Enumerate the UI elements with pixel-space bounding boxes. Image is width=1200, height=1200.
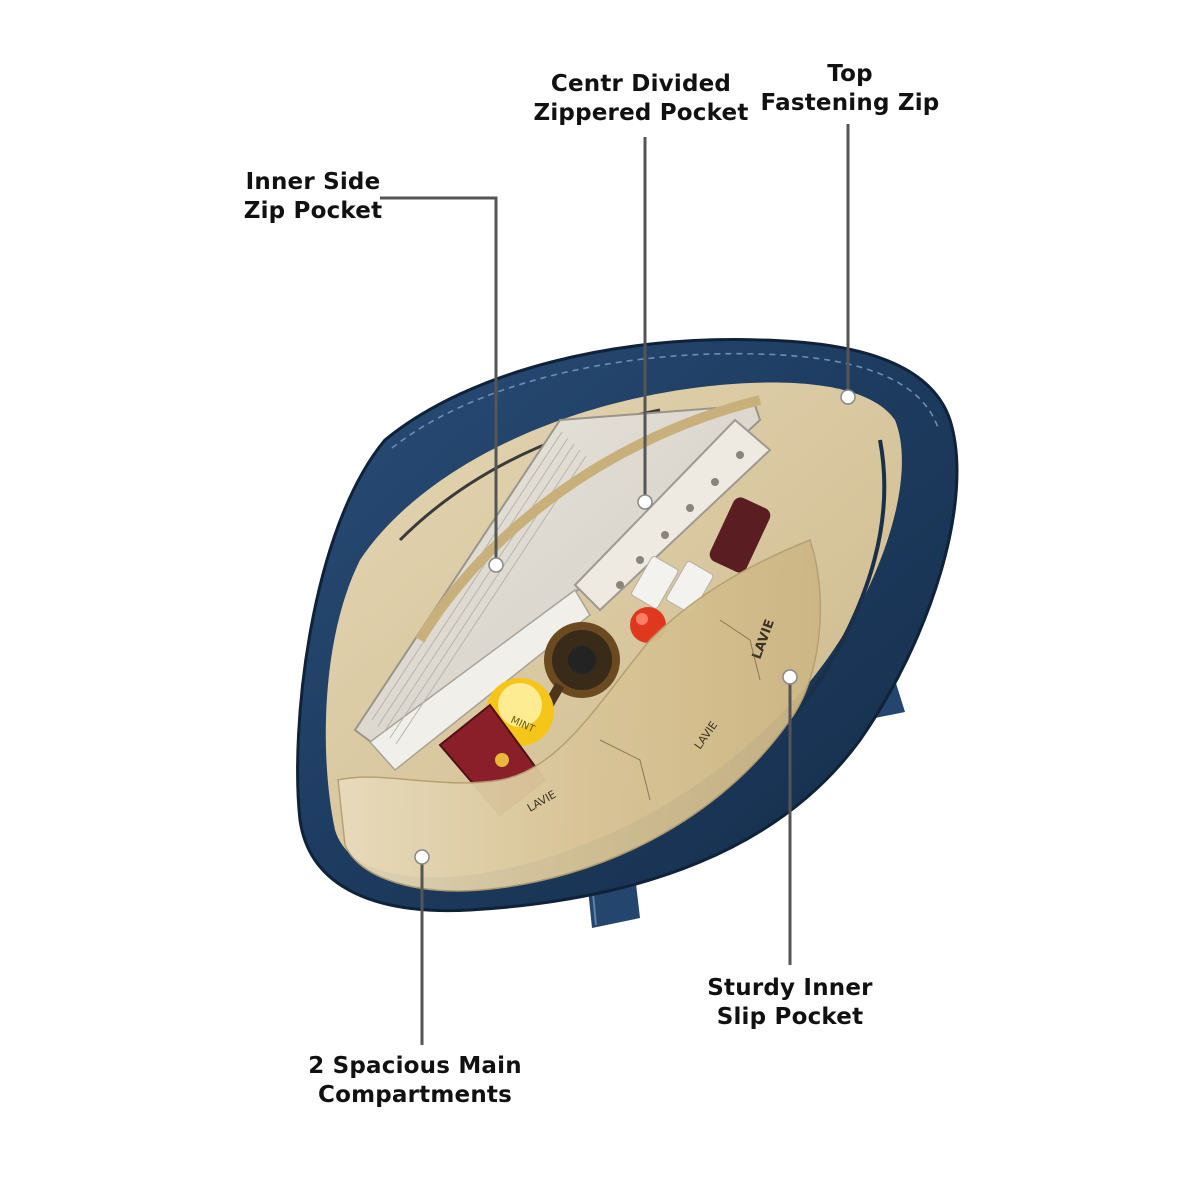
callout-line: Slip Pocket <box>716 1004 864 1030</box>
callout-inner-slip-pocket: Sturdy Inner Slip Pocket <box>700 974 880 1032</box>
leader-inner-side <box>380 196 498 563</box>
dot-main <box>414 849 430 865</box>
callout-line: Centr Divided <box>550 71 732 97</box>
cosmetics <box>630 497 771 643</box>
dot-slip <box>782 669 798 685</box>
callout-line: Sturdy Inner <box>707 975 873 1001</box>
callout-inner-side-zip-pocket: Inner Side Zip Pocket <box>238 168 388 226</box>
dot-inner-side <box>488 557 504 573</box>
callout-line: Zippered Pocket <box>533 100 749 126</box>
slip-pocket: LAVIE LAVIE LAVIE <box>337 539 822 892</box>
dot-top-zip <box>840 389 856 405</box>
callout-line: Zip Pocket <box>243 198 383 224</box>
callout-line: Inner Side <box>245 169 381 195</box>
callout-line: Top <box>827 61 873 87</box>
centre-zip-pocket <box>415 395 772 643</box>
callout-centre-divided-pocket: Centr Divided Zippered Pocket <box>530 70 752 128</box>
callout-line: Compartments <box>318 1082 512 1108</box>
callout-line: Fastening Zip <box>760 90 940 116</box>
callout-top-fastening-zip: Top Fastening Zip <box>755 60 945 118</box>
perfume-bottle <box>535 622 620 723</box>
notebook <box>353 403 762 772</box>
dot-centre <box>637 494 653 510</box>
callout-main-compartments: 2 Spacious Main Compartments <box>300 1052 530 1110</box>
leader-lines <box>380 124 850 1045</box>
callout-line: 2 Spacious Main <box>308 1053 522 1079</box>
leader-dots <box>414 389 856 865</box>
